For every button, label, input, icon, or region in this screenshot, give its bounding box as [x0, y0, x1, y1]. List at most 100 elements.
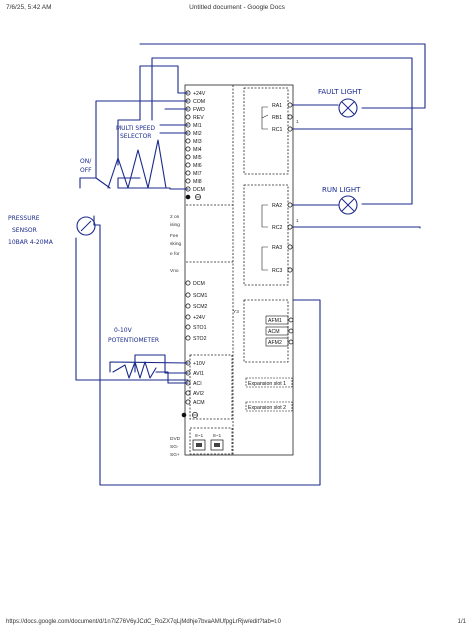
svg-text:MI8: MI8 [193, 179, 202, 185]
terminal-mi6: MI6 [185, 162, 202, 169]
terminal-ra3: RA3 [272, 244, 293, 251]
svg-text:SCM2: SCM2 [193, 304, 208, 310]
terminal-mi4: MI4 [185, 146, 202, 153]
terminal-mi7: MI7 [185, 170, 202, 177]
multi-speed-label-line2: SELECTOR [120, 133, 151, 140]
terminal-acm-2: ACM [265, 326, 294, 336]
terminal-fwd: FWD [185, 106, 205, 113]
svg-text:AFM1: AFM1 [268, 318, 282, 324]
potentiometer-label-line1: 0-10V [114, 327, 133, 334]
svg-text:ising: ising [170, 222, 180, 228]
cut-off-text-fragments: 2 on ising Fee sking e for Vno Y3 1 1 [170, 119, 299, 315]
terminal-dcm-2: DCM [185, 280, 205, 287]
terminal-scm1: SCM1 [185, 292, 208, 299]
svg-text:8~1: 8~1 [195, 433, 203, 439]
svg-text:RC1: RC1 [272, 127, 282, 133]
pressure-sensor-symbol [76, 216, 96, 236]
svg-text:2 on: 2 on [170, 214, 180, 220]
pressure-sensor-label-line1: PRESSURE [8, 215, 40, 222]
terminal-ra2: RA2 [272, 202, 293, 209]
terminal-plus24v-2: +24V [185, 314, 206, 321]
terminal-avi1: AVI1 [185, 370, 204, 377]
svg-text:MI5: MI5 [193, 155, 202, 161]
svg-text:COM: COM [193, 99, 205, 105]
ground-symbol-2 [181, 412, 198, 418]
terminal-acm: ACM [185, 399, 205, 406]
svg-text:MI6: MI6 [193, 163, 202, 169]
svg-text:SG-: SG- [170, 444, 179, 450]
terminal-plus10v: +10V [185, 360, 206, 367]
analog-output-terminals: AFM1 ACM AFM2 [265, 315, 294, 347]
svg-text:+24V: +24V [193, 315, 206, 321]
terminal-scm2: SCM2 [185, 303, 208, 310]
svg-text:Y3: Y3 [233, 309, 239, 315]
terminal-mi2: MI2 [185, 130, 202, 137]
pressure-sensor-label-line2: SENSOR [12, 227, 37, 234]
fault-light-lamp [338, 98, 358, 118]
header-datetime: 7/6/25, 5:42 AM [6, 4, 52, 11]
svg-text:sking: sking [170, 241, 182, 247]
svg-text:MI1: MI1 [193, 123, 202, 129]
safety-terminals: DCM SCM1 SCM2 +24V STO1 STO2 [185, 280, 208, 342]
svg-text:MI4: MI4 [193, 147, 202, 153]
svg-text:AFM2: AFM2 [268, 340, 282, 346]
svg-text:DCM: DCM [193, 187, 205, 193]
svg-text:SG+: SG+ [170, 452, 180, 458]
run-light-lamp [338, 195, 358, 215]
terminal-rc3: RC3 [272, 267, 293, 274]
rj45-port-2 [210, 439, 224, 451]
svg-text:STO1: STO1 [193, 325, 207, 331]
svg-text:+24V: +24V [193, 91, 206, 97]
svg-text:Fee: Fee [170, 233, 179, 239]
svg-text:e for: e for [170, 251, 180, 257]
footer-url: https://docs.google.com/document/d/1n7IZ… [6, 619, 281, 625]
terminal-sto2: STO2 [185, 335, 207, 342]
digital-input-terminals: +24V COM FWD REV MI1 MI2 MI3 MI4 MI5 MI6… [185, 90, 206, 200]
svg-text:AVI1: AVI1 [193, 371, 204, 377]
svg-text:RA1: RA1 [272, 103, 282, 109]
on-off-label-line2: OFF [80, 167, 92, 174]
svg-text:AVI2: AVI2 [193, 391, 204, 397]
expansion-slot-2-label: Expansion slot 2 [248, 405, 286, 411]
svg-text:RA2: RA2 [272, 203, 282, 209]
svg-text:ACM: ACM [268, 329, 280, 335]
svg-text:1: 1 [296, 218, 299, 224]
terminal-aci: ACI [185, 380, 202, 387]
potentiometer-label-line2: POTENTIOMETER [108, 337, 159, 344]
svg-text:MI3: MI3 [193, 139, 202, 145]
terminal-afm1: AFM1 [265, 315, 294, 325]
terminal-mi1: MI1 [185, 122, 202, 129]
communication-port-block: DVD SG- SG+ 8~1 8~1 [170, 433, 224, 458]
fault-light-label: FAULT LIGHT [318, 88, 362, 96]
terminal-plus24v: +24V [185, 90, 206, 97]
on-off-label-line1: ON/ [80, 158, 92, 165]
svg-text:8~1: 8~1 [213, 433, 221, 439]
header-title: Untitled document - Google Docs [189, 4, 285, 11]
svg-text:SCM1: SCM1 [193, 293, 208, 299]
svg-text:1: 1 [296, 119, 299, 125]
terminal-mi3: MI3 [185, 138, 202, 145]
terminal-rc2: RC2 [272, 224, 293, 231]
terminal-com: COM [185, 98, 205, 105]
svg-text:FWD: FWD [193, 107, 205, 113]
terminal-afm2: AFM2 [265, 337, 294, 347]
svg-text:ACI: ACI [193, 381, 202, 387]
run-light-label: RUN LIGHT [322, 186, 361, 194]
terminal-rc1: RC1 [272, 126, 293, 133]
svg-text:RC3: RC3 [272, 268, 282, 274]
footer-page-number: 1/1 [457, 619, 466, 625]
terminal-rb1: RB1 [272, 114, 293, 121]
ground-symbol [185, 194, 201, 200]
terminal-mi8: MI8 [185, 178, 202, 185]
svg-text:Vno: Vno [170, 268, 179, 274]
svg-text:DCM: DCM [193, 281, 205, 287]
terminal-sto1: STO1 [185, 324, 207, 331]
terminal-mi5: MI5 [185, 154, 202, 161]
svg-text:REV: REV [193, 115, 204, 121]
multi-speed-label-line1: MULTI SPEED [116, 125, 155, 132]
svg-text:RB1: RB1 [272, 115, 282, 121]
svg-text:ACM: ACM [193, 400, 205, 406]
svg-text:MI2: MI2 [193, 131, 202, 137]
svg-text:STO2: STO2 [193, 336, 207, 342]
